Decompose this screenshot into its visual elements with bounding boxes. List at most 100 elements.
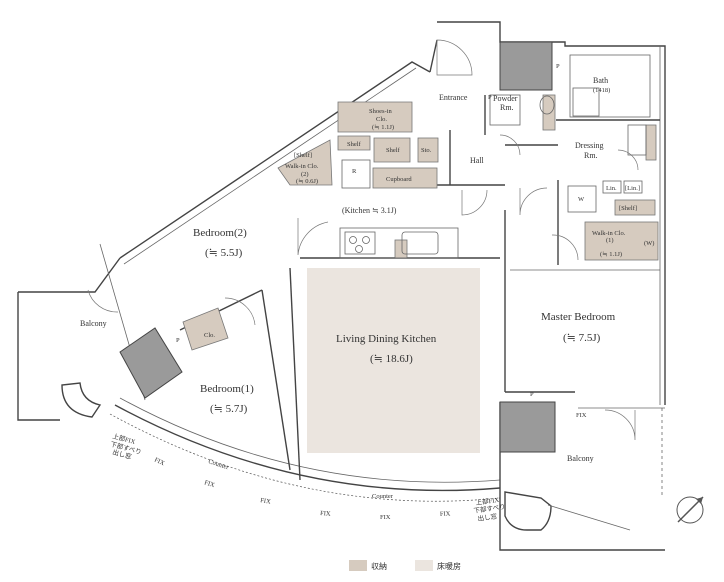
balcony-right-label: Balcony bbox=[567, 454, 594, 463]
fix-label-1: FIX bbox=[153, 456, 166, 467]
hall-door-b bbox=[519, 187, 548, 216]
right-balcony-door bbox=[604, 409, 636, 441]
dressing-room-label-2: Rm. bbox=[584, 151, 598, 160]
pipe-shaft-p-closet: P bbox=[176, 337, 180, 344]
top-right-exterior-wall bbox=[437, 21, 666, 405]
left-balcony-door bbox=[87, 289, 119, 313]
hall-label: Hall bbox=[470, 156, 485, 165]
ldk-size: (≒ 18.6J) bbox=[370, 353, 413, 365]
outdoor-unit-left bbox=[119, 327, 183, 399]
bath-room-outline bbox=[569, 54, 651, 118]
washer-space bbox=[567, 185, 597, 213]
pipe-shaft-p-bottom: P bbox=[530, 391, 534, 398]
fridge-label: R bbox=[352, 168, 357, 175]
bedroom1-closet-label: Clo. bbox=[204, 332, 215, 339]
linen-2 bbox=[623, 180, 643, 194]
powder-toilet bbox=[489, 94, 521, 126]
north-arrow-icon bbox=[676, 496, 704, 524]
counter-label-a: Counter bbox=[207, 458, 230, 471]
shelf-b-label: Shelf bbox=[386, 147, 401, 154]
linen-1-label: Lin. bbox=[606, 185, 617, 192]
walkin1-door bbox=[551, 234, 579, 261]
walkin1-w-label: (W) bbox=[644, 240, 654, 247]
walk-in-closet-2 bbox=[277, 139, 333, 186]
shoes-in-closet bbox=[337, 101, 413, 133]
linen-1 bbox=[602, 180, 622, 194]
cupboard bbox=[372, 167, 438, 189]
left-balcony-rail-top bbox=[18, 257, 121, 293]
walkin1-label-2: (1) bbox=[606, 237, 614, 244]
right-balcony-column bbox=[504, 491, 552, 531]
storage-sto bbox=[417, 137, 439, 163]
ldk-label: Living Dining Kitchen bbox=[336, 333, 437, 345]
shelf-a bbox=[337, 135, 371, 151]
walk-in-closet-1 bbox=[584, 221, 659, 261]
pipe-shaft-p-powder: P bbox=[488, 94, 492, 101]
shelf-a-label: Shelf bbox=[347, 141, 362, 148]
shoes-closet-label: Shoes-in bbox=[369, 108, 393, 115]
bedroom1-size: (≒ 5.7J) bbox=[210, 403, 248, 415]
walkin1-label: Walk-in Clo. bbox=[592, 230, 626, 237]
pipe-shaft-top bbox=[499, 41, 553, 91]
burner-1 bbox=[349, 236, 357, 244]
walkin2-label: Walk-in Clo. bbox=[285, 163, 319, 170]
legend-storage-swatch bbox=[349, 560, 367, 571]
curved-window-wall-outer bbox=[114, 404, 501, 492]
kitchen-label: (Kitchen ≒ 3.1J) bbox=[342, 206, 397, 215]
fix-label-master: FIX bbox=[576, 412, 587, 419]
ldk-floor-heating-area bbox=[307, 268, 480, 453]
left-balcony-rail bbox=[17, 292, 60, 421]
hall-door-a bbox=[461, 189, 488, 216]
fix-label-2: FIX bbox=[203, 479, 215, 489]
outdoor-unit-right bbox=[499, 401, 556, 453]
bedroom1-label: Bedroom(1) bbox=[200, 383, 254, 395]
linen-2-label: [Lin.] bbox=[625, 185, 640, 192]
bedroom2-door bbox=[297, 218, 329, 256]
bedroom2-size: (≒ 5.5J) bbox=[205, 247, 243, 259]
cupboard-label: Cupboard bbox=[386, 176, 412, 183]
dressing-room-label: Dressing bbox=[575, 141, 603, 150]
kitchen-sink bbox=[401, 231, 439, 255]
fix-label-6: FIX bbox=[440, 510, 451, 518]
master-bedroom-label: Master Bedroom bbox=[541, 311, 616, 323]
bedroom2-label: Bedroom(2) bbox=[193, 227, 247, 239]
powder-room-label-2: Rm. bbox=[500, 103, 514, 112]
bath-label: Bath bbox=[593, 76, 608, 85]
dressing-door bbox=[617, 149, 639, 171]
powder-basin bbox=[539, 95, 555, 115]
dressing-shelf-label: [Shelf] bbox=[619, 205, 637, 212]
fix-label-4: FIX bbox=[320, 510, 331, 518]
ldk-west-wall bbox=[289, 267, 301, 481]
legend-storage-label: 収納 bbox=[371, 561, 387, 571]
left-balcony-column bbox=[61, 382, 102, 418]
entrance-jamb bbox=[429, 39, 438, 73]
exterior-diagonal-wall bbox=[119, 61, 431, 259]
balcony-left-label: Balcony bbox=[80, 319, 107, 328]
legend-floor-heating-swatch bbox=[415, 560, 433, 571]
fridge-space bbox=[341, 159, 371, 189]
sto-label: Sto. bbox=[421, 147, 432, 154]
cooktop bbox=[344, 231, 376, 255]
washer-label: W bbox=[578, 196, 585, 203]
bath-tub bbox=[572, 87, 600, 117]
bedroom1-closet bbox=[182, 307, 229, 351]
burner-2 bbox=[362, 236, 370, 244]
curved-window-wall-inner bbox=[119, 397, 501, 483]
curved-window-sash bbox=[109, 413, 501, 502]
kitchen-small-storage bbox=[394, 239, 408, 259]
window-note-right-3: 出し窓 bbox=[477, 511, 498, 523]
pipe-shaft-p-top: P bbox=[556, 63, 560, 70]
shoes-closet-label-2: Clo. bbox=[376, 116, 387, 123]
walkin1-size: (≒ 1.1J) bbox=[600, 251, 622, 258]
powder-door bbox=[499, 134, 521, 156]
bath-size-label: (1418) bbox=[593, 87, 610, 94]
dressing-side-shelf bbox=[645, 124, 657, 161]
legend-floor-heating-label: 床暖房 bbox=[437, 561, 461, 571]
powder-room-label: Powder bbox=[493, 94, 518, 103]
walkin2-size: (≒ 0.6J) bbox=[296, 178, 318, 185]
entrance-label: Entrance bbox=[439, 93, 468, 102]
entrance-door bbox=[436, 39, 473, 76]
counter-label-b: Counter bbox=[372, 493, 394, 500]
bedroom1-east-wall bbox=[261, 289, 291, 471]
walkin2-label-2: (2) bbox=[301, 171, 309, 178]
